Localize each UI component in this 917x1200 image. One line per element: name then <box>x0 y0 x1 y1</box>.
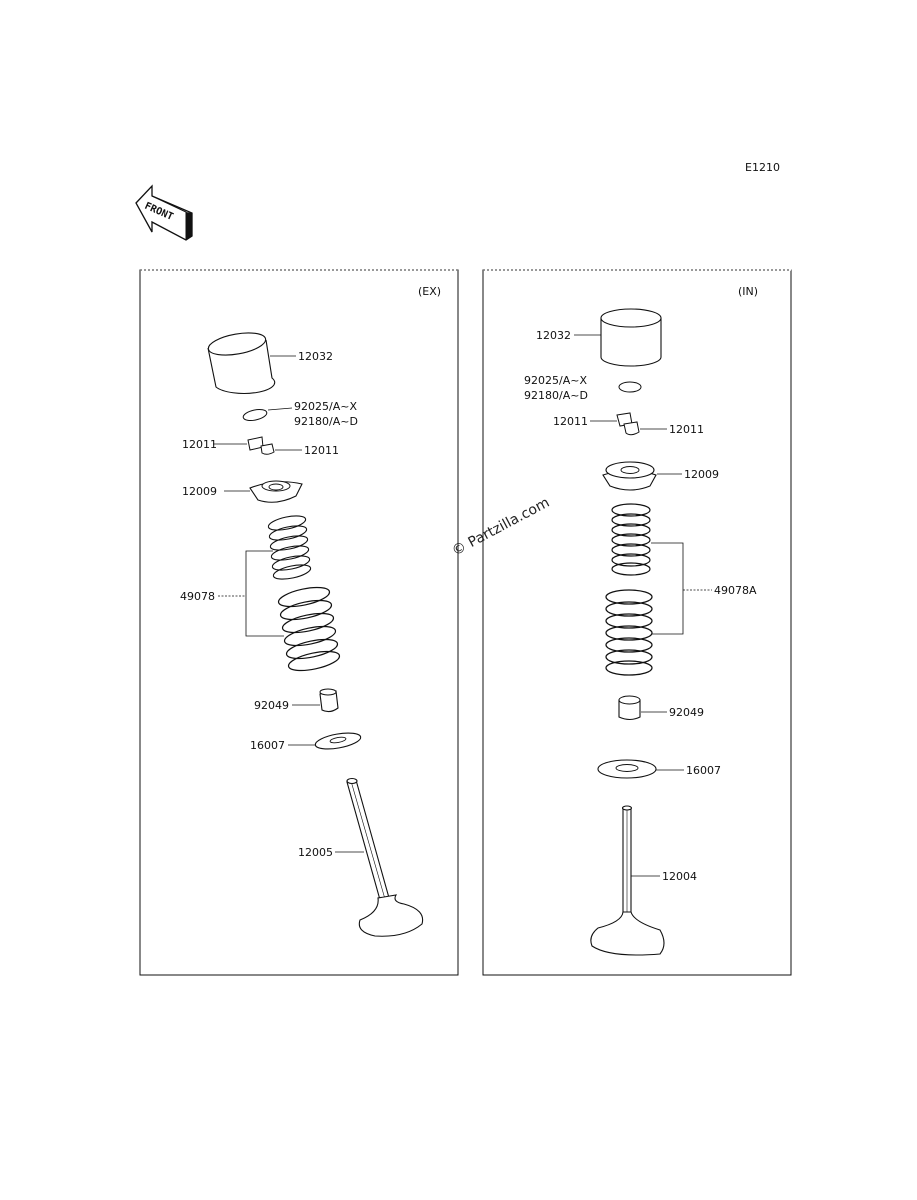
ex-panel: (EX) 12032 92025/A~X 92180/A~D 12011 120… <box>139 269 459 976</box>
ex-label-tappet: 12032 <box>298 350 333 363</box>
ex-spring-inner <box>267 515 312 580</box>
ex-panel-tag: (EX) <box>418 285 441 298</box>
in-label-valve: 12004 <box>662 870 697 883</box>
in-retainer <box>602 461 657 491</box>
watermark: © Partzilla.com <box>449 495 552 560</box>
ex-label-cotter-left: 12011 <box>182 438 217 451</box>
ex-spring-seat <box>314 732 362 750</box>
ex-shim <box>242 409 268 421</box>
in-panel: (IN) 12032 92025/A~X 92180/A~D 12011 120… <box>482 269 792 976</box>
in-shim <box>618 381 642 393</box>
in-label-cotter-left: 12011 <box>553 415 588 428</box>
in-label-cotter-right: 12011 <box>669 423 704 436</box>
in-cotters <box>616 412 640 436</box>
in-valve <box>590 805 665 956</box>
ex-spring-outer <box>277 586 341 672</box>
in-label-seat: 16007 <box>686 764 721 777</box>
ex-label-seal: 92049 <box>254 699 289 712</box>
in-spring-outer <box>605 589 653 676</box>
front-arrow-icon: FRONT <box>135 184 193 241</box>
in-spring-inner <box>611 503 651 576</box>
in-label-seal: 92049 <box>669 706 704 719</box>
ex-label-shim-b: 92180/A~D <box>294 415 358 428</box>
ex-tappet <box>207 332 276 395</box>
in-panel-tag: (IN) <box>738 285 758 298</box>
in-stem-seal <box>618 695 641 721</box>
footer-fineprint <box>0 1170 917 1175</box>
in-label-retainer: 12009 <box>684 468 719 481</box>
in-label-spring: 49078A <box>714 584 757 597</box>
ex-label-valve: 12005 <box>298 846 333 859</box>
ex-stem-seal <box>319 688 339 713</box>
ex-label-cotter-right: 12011 <box>304 444 339 457</box>
in-spring-seat <box>597 759 657 779</box>
ex-label-spring: 49078 <box>180 590 215 603</box>
ex-retainer <box>249 480 303 503</box>
ex-cotters <box>247 436 275 455</box>
in-tappet <box>600 308 662 367</box>
ex-label-retainer: 12009 <box>182 485 217 498</box>
diagram-ref-code: E1210 <box>745 161 780 174</box>
ex-valve <box>346 777 424 937</box>
ex-label-shim-a: 92025/A~X <box>294 400 357 413</box>
in-label-shim-a: 92025/A~X <box>524 374 587 387</box>
in-label-shim-b: 92180/A~D <box>524 389 588 402</box>
in-label-tappet: 12032 <box>536 329 571 342</box>
ex-label-seat: 16007 <box>250 739 285 752</box>
